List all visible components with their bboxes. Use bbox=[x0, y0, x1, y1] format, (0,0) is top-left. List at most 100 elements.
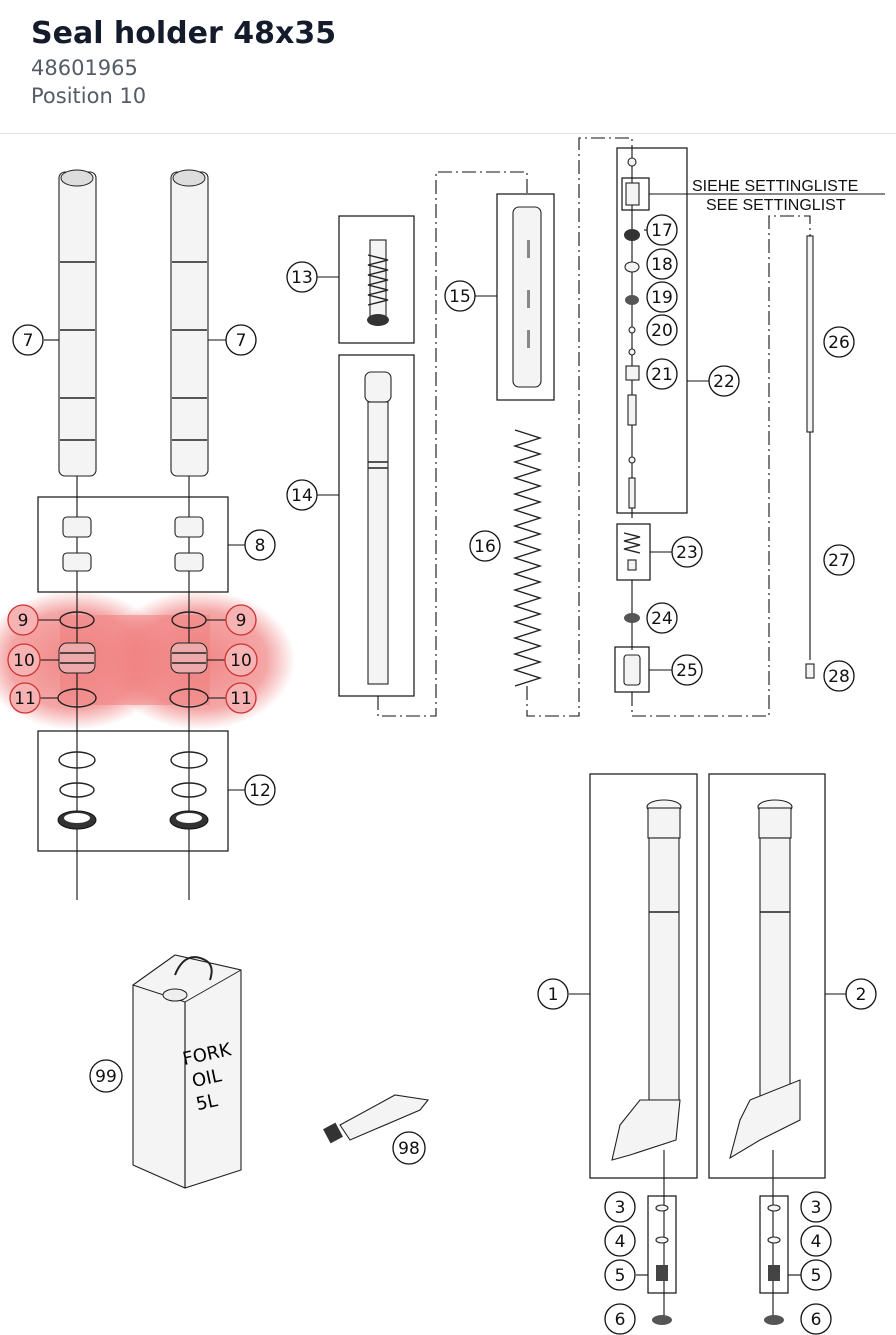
callout-12[interactable]: 12 bbox=[244, 774, 276, 806]
svg-text:25: 25 bbox=[676, 661, 698, 681]
leader-lines bbox=[38, 229, 846, 1276]
callout-17[interactable]: 17 bbox=[646, 214, 678, 246]
valve-25 bbox=[623, 654, 641, 686]
tube-15 bbox=[512, 206, 542, 388]
callout-2[interactable]: 2 bbox=[845, 978, 877, 1010]
exploded-diagram: SIEHE SETTINGLISTE SEE SETTINGLIST bbox=[0, 137, 885, 1335]
callout-10-right[interactable]: 10 bbox=[224, 643, 258, 677]
svg-text:17: 17 bbox=[651, 221, 673, 241]
svg-text:5: 5 bbox=[811, 1266, 822, 1286]
svg-text:10: 10 bbox=[13, 651, 35, 671]
svg-text:4: 4 bbox=[615, 1232, 626, 1252]
callout-4-right[interactable]: 4 bbox=[800, 1225, 832, 1257]
callout-25[interactable]: 25 bbox=[671, 654, 703, 686]
spring-16 bbox=[512, 429, 543, 687]
svg-text:99: 99 bbox=[95, 1067, 117, 1087]
seals-12 bbox=[57, 751, 209, 830]
callout-23[interactable]: 23 bbox=[671, 536, 703, 568]
svg-text:9: 9 bbox=[236, 611, 247, 631]
fork-leg-2 bbox=[729, 799, 801, 1160]
svg-text:13: 13 bbox=[291, 268, 313, 288]
group-box-22 bbox=[616, 147, 688, 514]
callout-6-right[interactable]: 6 bbox=[800, 1303, 832, 1335]
callout-3-right[interactable]: 3 bbox=[800, 1191, 832, 1223]
callout-11-left[interactable]: 11 bbox=[9, 682, 41, 714]
svg-text:19: 19 bbox=[651, 288, 673, 308]
callout-5-left[interactable]: 5 bbox=[604, 1259, 636, 1291]
callout-14[interactable]: 14 bbox=[286, 479, 318, 511]
callout-99[interactable]: 99 bbox=[89, 1059, 123, 1093]
position-label: Position 10 bbox=[31, 84, 147, 108]
oil-can: FORK OIL 5L bbox=[132, 954, 242, 1189]
callout-7-right[interactable]: 7 bbox=[225, 324, 257, 356]
callout-4-left[interactable]: 4 bbox=[604, 1225, 636, 1257]
group-box-2 bbox=[708, 773, 826, 1179]
grease-tube bbox=[323, 1094, 430, 1144]
svg-text:8: 8 bbox=[255, 536, 266, 556]
svg-text:28: 28 bbox=[828, 667, 850, 687]
callout-26[interactable]: 26 bbox=[823, 326, 855, 358]
callout-11-right[interactable]: 11 bbox=[225, 682, 257, 714]
callout-16[interactable]: 16 bbox=[469, 530, 501, 562]
callout-3-left[interactable]: 3 bbox=[604, 1191, 636, 1223]
callout-27[interactable]: 27 bbox=[823, 544, 855, 576]
callout-8[interactable]: 8 bbox=[244, 529, 276, 561]
bushings-8 bbox=[62, 516, 204, 572]
callout-20[interactable]: 20 bbox=[646, 314, 678, 346]
group-box-14 bbox=[338, 354, 415, 697]
svg-text:11: 11 bbox=[14, 689, 36, 709]
group-box-15 bbox=[496, 193, 555, 401]
svg-text:1: 1 bbox=[548, 985, 559, 1005]
svg-text:7: 7 bbox=[23, 331, 34, 351]
washer-24 bbox=[624, 613, 640, 623]
svg-text:2: 2 bbox=[856, 985, 867, 1005]
callout-5-right[interactable]: 5 bbox=[800, 1259, 832, 1291]
part-header: Seal holder 48x35 48601965 Position 10 bbox=[0, 0, 896, 134]
callout-7-left[interactable]: 7 bbox=[12, 324, 44, 356]
svg-text:20: 20 bbox=[651, 321, 673, 341]
rod-26-27 bbox=[805, 235, 815, 679]
svg-text:6: 6 bbox=[615, 1310, 626, 1330]
callout-19[interactable]: 19 bbox=[646, 281, 678, 313]
svg-text:5: 5 bbox=[615, 1266, 626, 1286]
dash-link-c bbox=[631, 215, 811, 717]
svg-text:10: 10 bbox=[230, 651, 252, 671]
setting-note-de: SIEHE SETTINGLISTE bbox=[692, 178, 858, 195]
svg-text:9: 9 bbox=[18, 611, 29, 631]
callout-18[interactable]: 18 bbox=[646, 248, 678, 280]
svg-text:26: 26 bbox=[828, 333, 850, 353]
cartridge-14 bbox=[364, 371, 392, 685]
svg-text:16: 16 bbox=[474, 537, 496, 557]
callout-28[interactable]: 28 bbox=[823, 660, 855, 692]
group-box-3-5-right bbox=[759, 1195, 789, 1294]
svg-text:22: 22 bbox=[713, 372, 735, 392]
callout-24[interactable]: 24 bbox=[646, 602, 678, 634]
callout-10-left[interactable]: 10 bbox=[7, 643, 41, 677]
svg-text:7: 7 bbox=[236, 331, 247, 351]
group-box-1 bbox=[589, 773, 698, 1179]
callout-98[interactable]: 98 bbox=[392, 1131, 426, 1165]
fork-leg-1 bbox=[611, 799, 682, 1161]
svg-text:24: 24 bbox=[651, 609, 673, 629]
callout-15[interactable]: 15 bbox=[444, 280, 476, 312]
spring-23 bbox=[623, 532, 641, 571]
callout-13[interactable]: 13 bbox=[286, 261, 318, 293]
setting-note-en: SEE SETTINGLIST bbox=[706, 197, 846, 214]
svg-text:18: 18 bbox=[651, 255, 673, 275]
callout-6-left[interactable]: 6 bbox=[604, 1303, 636, 1335]
seal-parts-highlighted bbox=[57, 611, 209, 708]
callout-22[interactable]: 22 bbox=[708, 365, 740, 397]
dash-link-a bbox=[377, 171, 528, 717]
part-number: 48601965 bbox=[31, 56, 138, 80]
oil-can-line-3: 5L bbox=[194, 1090, 219, 1115]
group-box-12 bbox=[37, 730, 229, 852]
outer-tube-left bbox=[58, 169, 97, 477]
callout-9-right[interactable]: 9 bbox=[225, 604, 257, 636]
callout-9-left[interactable]: 9 bbox=[7, 604, 39, 636]
svg-text:6: 6 bbox=[811, 1310, 822, 1330]
svg-text:14: 14 bbox=[291, 486, 313, 506]
group-box-3-5-left bbox=[647, 1195, 677, 1294]
callout-21[interactable]: 21 bbox=[646, 358, 678, 390]
callout-1[interactable]: 1 bbox=[537, 978, 569, 1010]
svg-text:12: 12 bbox=[249, 781, 271, 801]
